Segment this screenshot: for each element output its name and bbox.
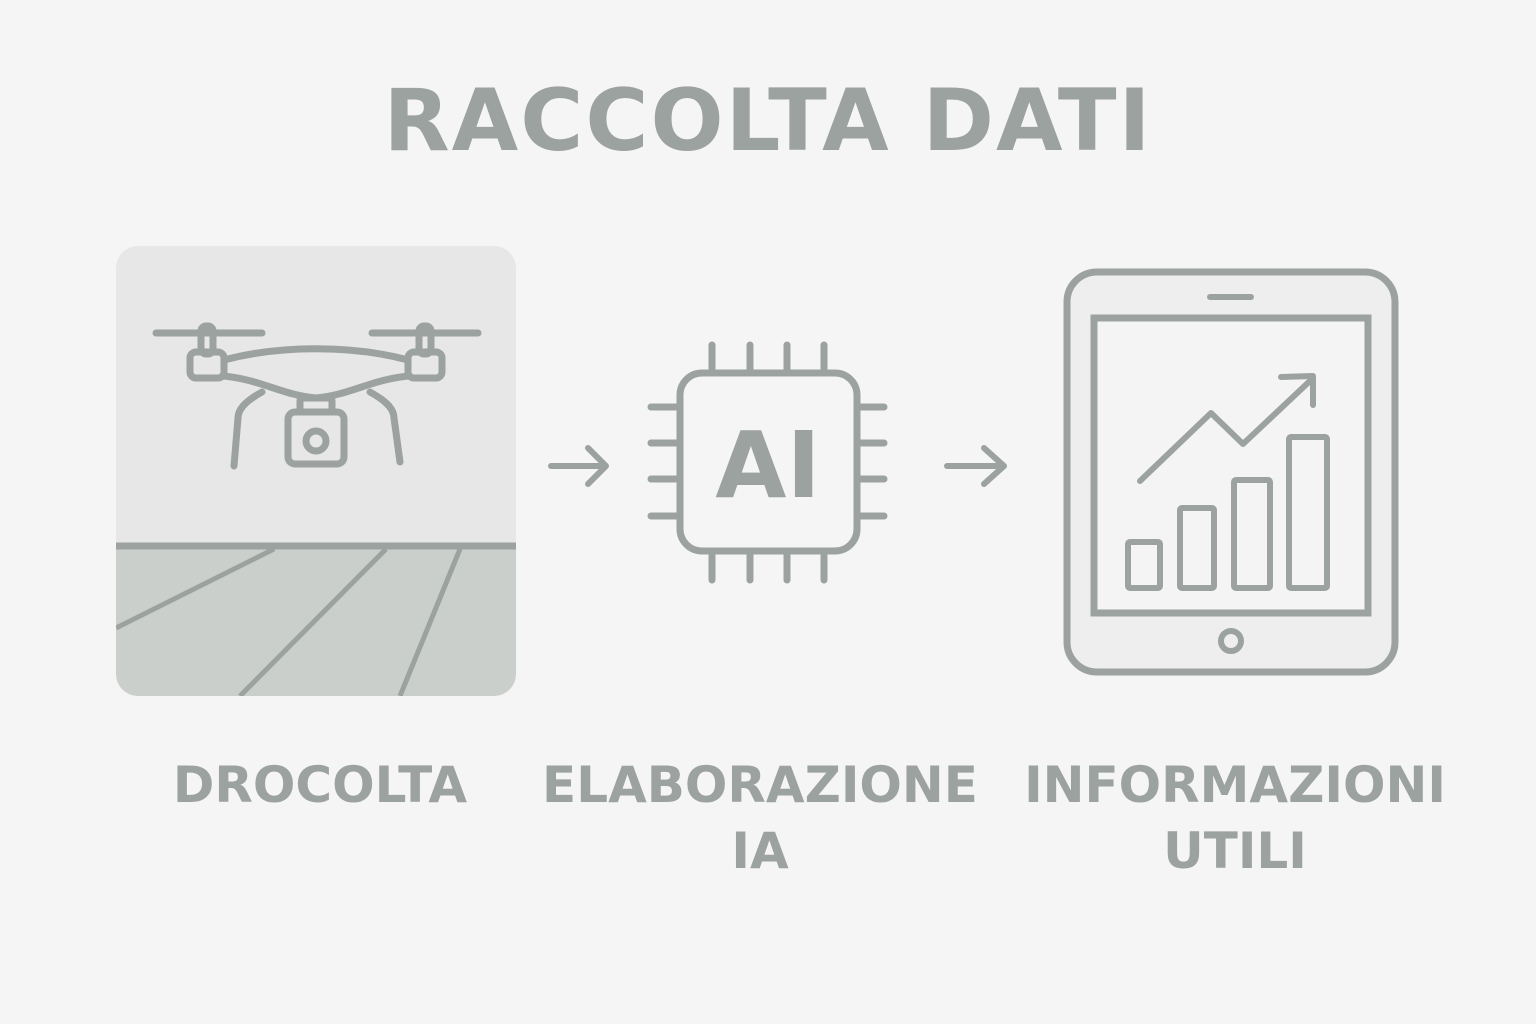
chip-label: AI [715,412,820,519]
step-label-useful-info: INFORMAZIONI UTILI [1024,756,1446,880]
drone-over-field-icon [116,246,516,696]
diagram-title: RACCOLTA DATI [383,71,1153,171]
bar-chart [1125,434,1330,591]
trend-arrow [1137,373,1316,484]
arrow-right-icon [548,445,609,487]
field-rows [116,546,463,696]
arrow-right-icon [944,445,1007,487]
home-button [1218,628,1244,654]
drone [152,322,482,470]
step-label-drone: DROCOLTA [172,756,468,814]
tablet-chart-icon [1063,268,1399,676]
step-label-ai-processing: ELABORAZIONE IA [542,756,978,880]
ai-chip-icon: AI [647,341,888,584]
